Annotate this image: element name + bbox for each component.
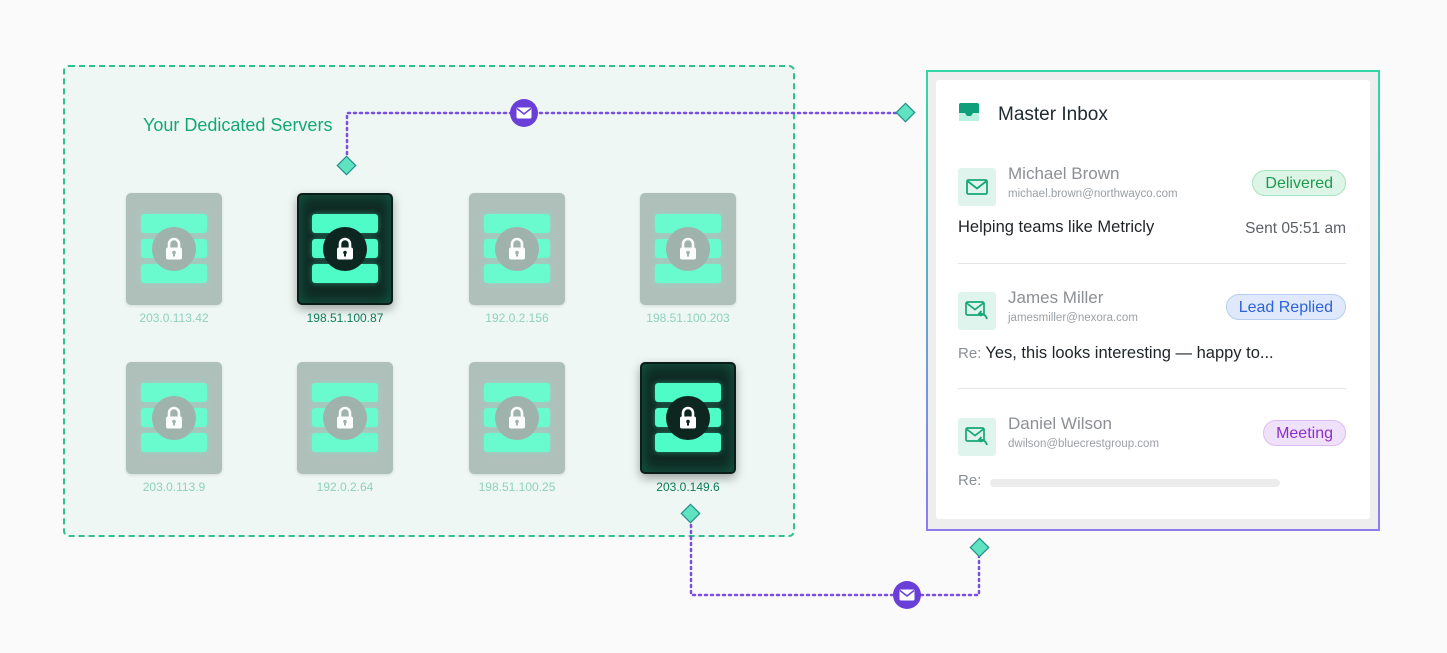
sender-email: michael.brown@northwayco.com — [1008, 188, 1178, 200]
diamond-node-top-right — [895, 102, 916, 123]
lock-icon — [495, 227, 539, 271]
mail-reply-icon — [958, 418, 996, 456]
server-card[interactable]: 203.0.113.9 — [114, 362, 234, 494]
server-ip: 203.0.149.6 — [656, 480, 720, 494]
sender-email: jamesmiller@nexora.com — [1008, 312, 1138, 324]
server-ip: 198.51.100.25 — [478, 480, 556, 494]
lock-icon — [323, 396, 367, 440]
inbox-card: Master Inbox Michael Brown michael.brown… — [936, 80, 1370, 519]
server-card[interactable]: 198.51.100.203 — [628, 193, 748, 325]
divider — [958, 388, 1346, 389]
lock-icon — [666, 227, 710, 271]
master-inbox-panel: Master Inbox Michael Brown michael.brown… — [926, 70, 1380, 531]
server-rack — [640, 193, 736, 305]
status-badge: Lead Replied — [1225, 294, 1346, 320]
lock-icon — [323, 227, 367, 271]
dedicated-servers-panel: Your Dedicated Servers 203.0.113.42 198.… — [63, 65, 795, 537]
server-card[interactable]: 192.0.2.64 — [285, 362, 405, 494]
reply-prefix: Re: — [958, 345, 982, 362]
server-ip: 203.0.113.9 — [142, 480, 206, 494]
panel-title: Your Dedicated Servers — [143, 115, 333, 135]
server-ip: 198.51.100.203 — [646, 311, 730, 325]
server-rack — [126, 193, 222, 305]
server-ip: 198.51.100.87 — [306, 311, 384, 325]
lock-icon — [666, 396, 710, 440]
server-rack — [126, 362, 222, 474]
reply-prefix: Re: — [958, 472, 982, 489]
email-item[interactable]: Daniel Wilson dwilson@bluecrestgroup.com… — [958, 414, 1346, 498]
inbox-tray-icon — [958, 102, 980, 127]
mail-node-icon — [893, 581, 921, 609]
sender-name: Michael Brown — [1008, 164, 1120, 183]
lock-icon — [152, 227, 196, 271]
server-rack — [297, 362, 393, 474]
server-card[interactable]: 203.0.113.42 — [114, 193, 234, 325]
sent-time: Sent 05:51 am — [1245, 220, 1346, 237]
mail-reply-icon — [958, 292, 996, 330]
diamond-node-bottom-right — [969, 537, 990, 558]
server-rack — [640, 362, 736, 474]
email-preview: Re:Yes, this looks interesting — happy t… — [958, 344, 1274, 363]
server-ip: 192.0.2.64 — [316, 480, 374, 494]
server-card[interactable]: 198.51.100.25 — [457, 362, 577, 494]
inbox-title: Master Inbox — [998, 103, 1108, 125]
server-card[interactable]: 203.0.149.6 — [628, 362, 748, 494]
preview-placeholder-bar — [990, 479, 1280, 487]
sender-name: James Miller — [1008, 288, 1104, 307]
server-rack — [469, 362, 565, 474]
lock-icon — [495, 396, 539, 440]
server-rack — [469, 193, 565, 305]
status-badge: Meeting — [1263, 420, 1346, 446]
email-item[interactable]: Michael Brown michael.brown@northwayco.c… — [958, 164, 1346, 248]
email-subject: Helping teams like Metricly — [958, 218, 1155, 236]
inbox-header: Master Inbox — [958, 102, 1108, 127]
email-preview: Re: — [958, 471, 981, 490]
reply-text: Yes, this looks interesting — happy to..… — [985, 344, 1274, 362]
email-item[interactable]: James Miller jamesmiller@nexora.com Lead… — [958, 288, 1346, 372]
server-ip: 203.0.113.42 — [139, 311, 209, 325]
divider — [958, 263, 1346, 264]
sender-email: dwilson@bluecrestgroup.com — [1008, 438, 1160, 450]
server-card[interactable]: 198.51.100.87 — [285, 193, 405, 325]
server-card[interactable]: 192.0.2.156 — [457, 193, 577, 325]
status-badge: Delivered — [1252, 170, 1346, 196]
sender-name: Daniel Wilson — [1008, 414, 1112, 433]
mail-icon — [958, 168, 996, 206]
server-rack — [297, 193, 393, 305]
lock-icon — [152, 396, 196, 440]
server-ip: 192.0.2.156 — [485, 311, 549, 325]
